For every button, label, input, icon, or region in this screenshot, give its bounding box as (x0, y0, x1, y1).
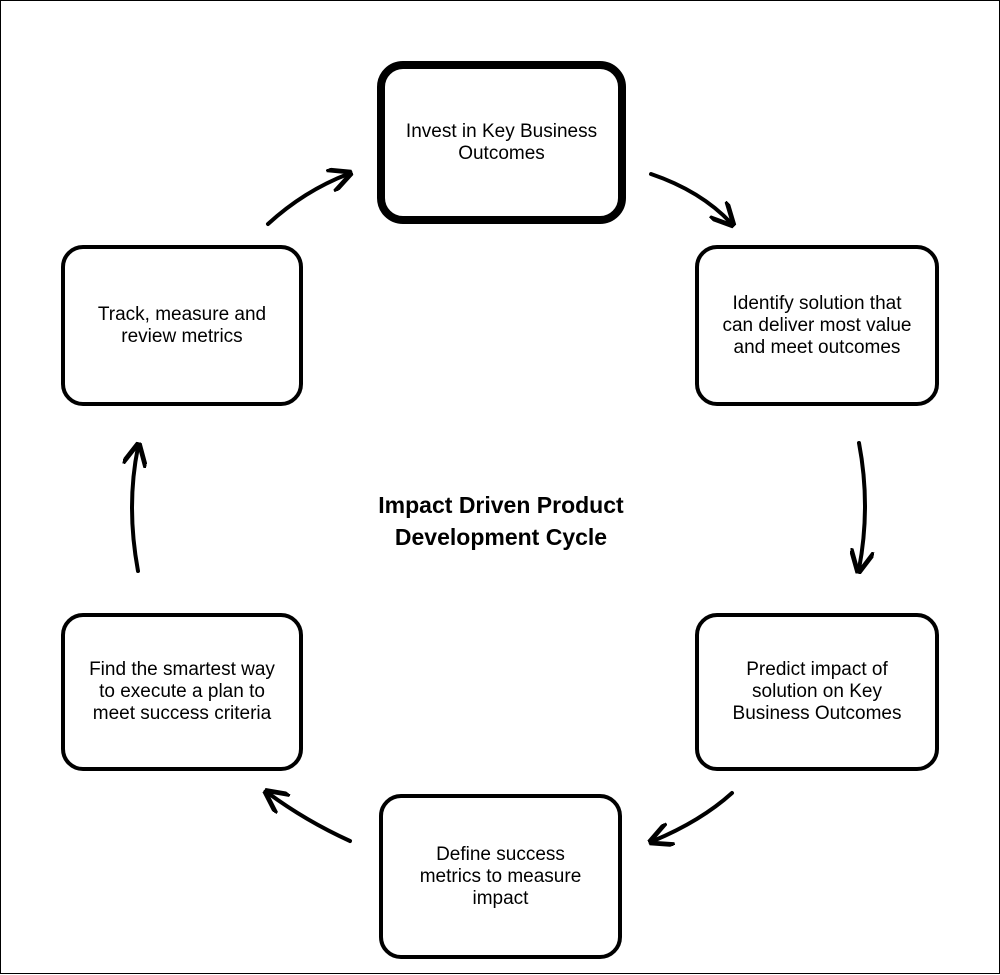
step-label: Identify solution that can deliver most … (722, 292, 912, 358)
step-predict-impact: Predict impact of solution on Key Busine… (695, 613, 939, 771)
step-identify-solution: Identify solution that can deliver most … (695, 245, 939, 406)
arrow-predict-to-define (653, 791, 734, 841)
arrow-identify-to-predict (859, 441, 865, 569)
step-label: Track, measure and review metrics (97, 303, 267, 347)
arrow-invest-to-identify (649, 172, 731, 223)
step-label: Invest in Key Business Outcomes (405, 120, 598, 164)
arrow-define-to-find (268, 793, 352, 843)
step-define-success-metrics: Define success metrics to measure impact (379, 794, 622, 959)
step-label: Find the smartest way to execute a plan … (89, 659, 275, 724)
diagram-title: Impact Driven Product Development Cycle (378, 492, 624, 550)
arrow-track-to-invest (266, 174, 348, 226)
arrow-find-to-track (132, 447, 138, 573)
step-invest-key-business-outcomes: Invest in Key Business Outcomes (377, 61, 626, 224)
step-find-smartest-way: Find the smartest way to execute a plan … (61, 613, 303, 771)
step-label: Define success metrics to measure impact (419, 843, 582, 909)
step-label: Predict impact of solution on Key Busine… (732, 659, 902, 724)
step-track-measure-review: Track, measure and review metrics (61, 245, 303, 406)
